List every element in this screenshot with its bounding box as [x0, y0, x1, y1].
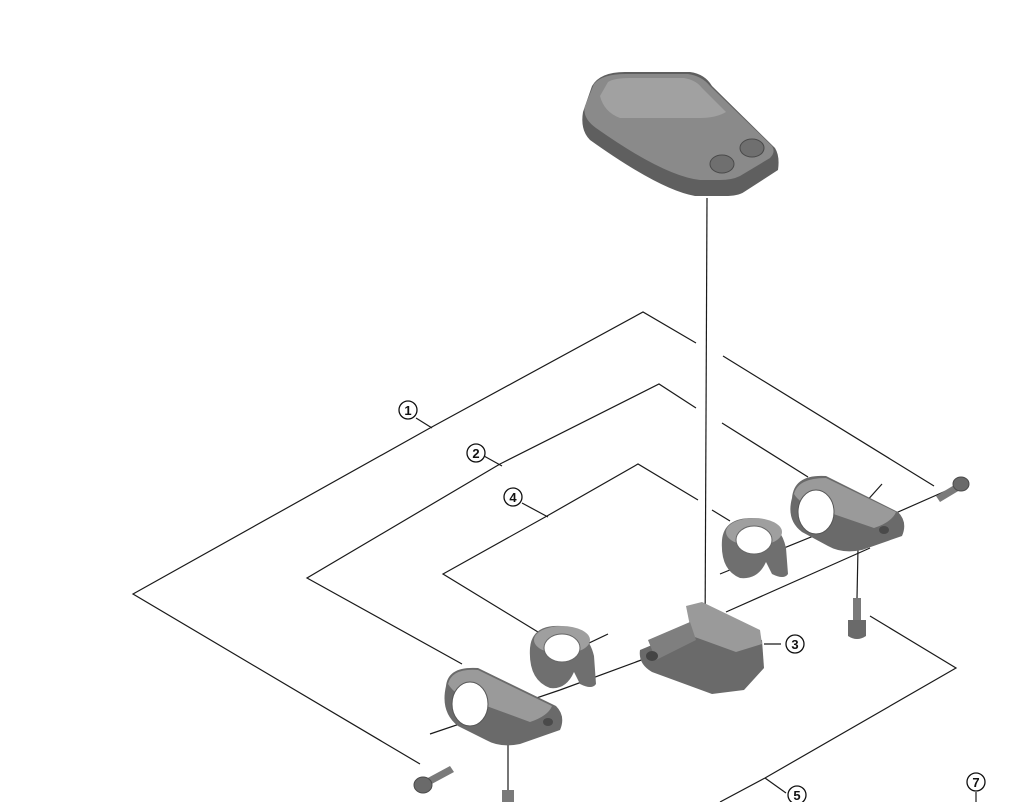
callout-2-label: 2 [472, 446, 479, 461]
group-4-leader [521, 502, 549, 518]
bolt-left-head [413, 776, 433, 794]
clamp-axis-line [725, 547, 871, 613]
group-4-outline [711, 509, 731, 522]
mount-bracket [639, 602, 764, 694]
callout-4: 4 [503, 487, 523, 507]
group-2-outline [305, 463, 501, 665]
bolt-vertical-left-head [502, 790, 514, 802]
bolt-vertical-right [848, 598, 866, 639]
display-screen-face [600, 78, 726, 118]
group-5-outline [719, 777, 766, 802]
group-1-leader [415, 417, 433, 429]
callout-7: 7 [966, 772, 986, 792]
display-mount-line [704, 197, 708, 643]
shim-left [529, 625, 596, 689]
callout-3: 3 [785, 634, 805, 654]
callout-4-label: 4 [509, 490, 517, 505]
bolt-right [936, 476, 970, 502]
leader-lines [131, 197, 977, 802]
group-2-outline [721, 422, 809, 478]
group-4-outline [441, 515, 548, 633]
mount-bracket-screw-hole [646, 651, 658, 661]
bolt-right-shaft [936, 484, 960, 502]
bolt-line [856, 547, 859, 599]
callout-1-circle [398, 400, 418, 420]
group-5-outline [764, 615, 958, 779]
bolt-left [413, 766, 454, 794]
group-2-outline [499, 383, 697, 465]
clamp-left-bore [451, 681, 489, 727]
callout-4-circle [503, 487, 523, 507]
group-1-outline [131, 427, 431, 765]
group-2-leader [483, 455, 503, 467]
bolt-left-shaft [424, 766, 454, 786]
callout-1: 1 [398, 400, 418, 420]
bolt-vertical-right-head [848, 620, 866, 639]
callout-1-label: 1 [404, 403, 411, 418]
callout-7-circle [966, 772, 986, 792]
clamp-right-screw-hole [879, 526, 889, 534]
callout-2-circle [466, 443, 486, 463]
clamp-right [790, 475, 905, 552]
clamp-axis-line [559, 658, 645, 691]
group-1-outline [722, 355, 935, 487]
callout-3-label: 3 [791, 637, 798, 652]
shim-left-bore [543, 633, 581, 663]
shim-right-bore [735, 525, 773, 555]
callout-5-circle [787, 785, 807, 802]
shim-right [721, 518, 788, 579]
callout-7-label: 7 [972, 775, 979, 790]
display-unit [582, 72, 779, 196]
group-1-outline [429, 311, 697, 429]
callout-2: 2 [466, 443, 486, 463]
callout-5: 5 [787, 785, 807, 802]
bolt-right-head [952, 476, 970, 492]
group-4-outline [546, 463, 699, 517]
mount-bracket-rail [648, 622, 696, 660]
display-button-right [739, 138, 765, 158]
clamp-right-bore [797, 489, 835, 535]
display-button-left [709, 154, 735, 174]
callout-3-circle [785, 634, 805, 654]
callout-5-label: 5 [793, 788, 800, 802]
clamp-left [444, 667, 563, 746]
clamp-left-screw-hole [543, 718, 553, 726]
group-5-leader [764, 777, 787, 794]
bolt-vertical-right-shaft [853, 598, 861, 622]
bolt-vertical-left [502, 790, 514, 802]
mount-bracket-top [686, 602, 762, 652]
